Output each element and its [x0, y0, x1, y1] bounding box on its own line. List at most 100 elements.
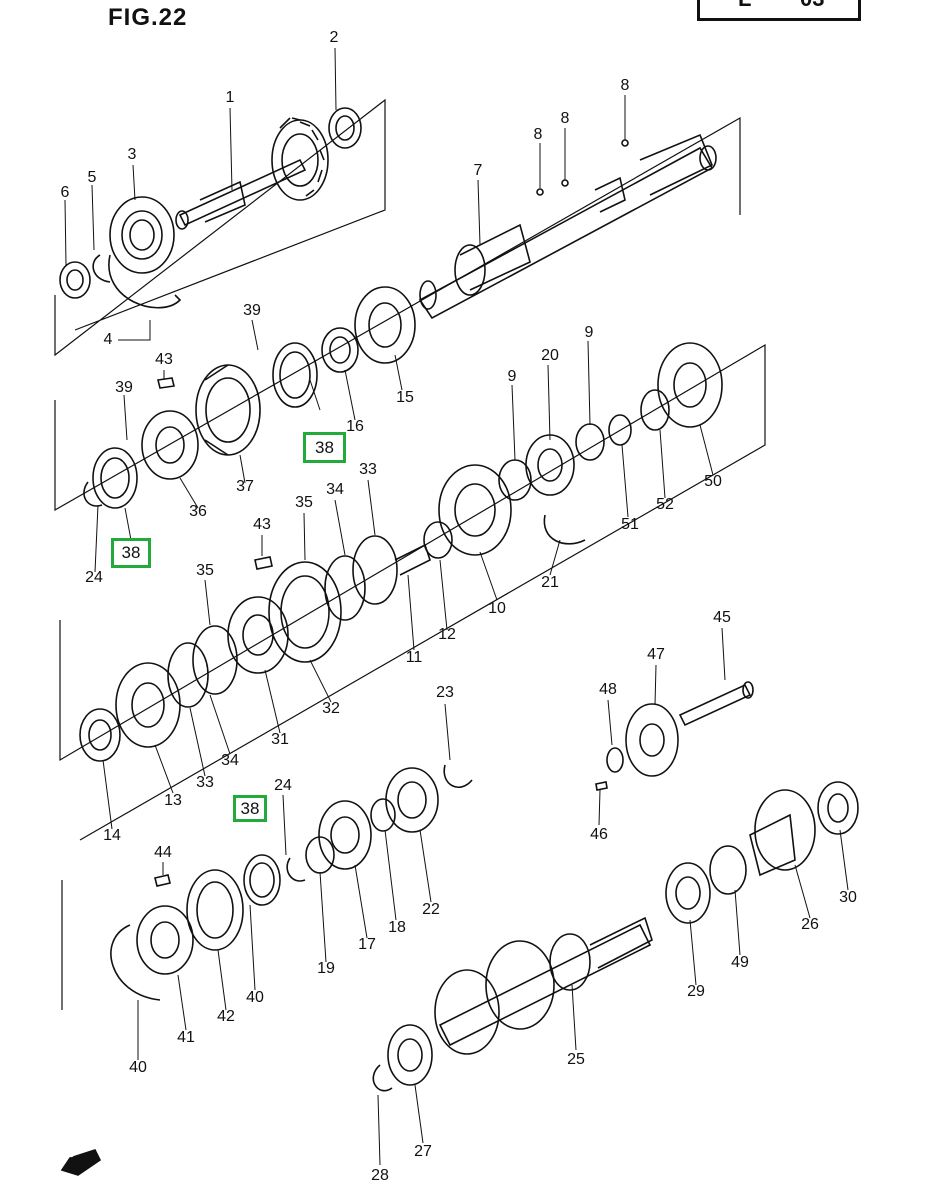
callout-48: 48	[599, 681, 617, 698]
spacer-51-drawing	[608, 414, 632, 446]
callout-22: 22	[422, 901, 440, 918]
callout-1: 1	[225, 89, 235, 106]
washer-9b-drawing	[498, 459, 532, 501]
ring-34-drawing	[324, 555, 366, 621]
clip-21-drawing	[543, 514, 586, 545]
callout-14: 14	[103, 827, 121, 844]
callout-41: 41	[177, 1029, 195, 1046]
synchro-ring-38a-drawing	[92, 447, 138, 509]
bearing-3-drawing	[109, 196, 175, 274]
key-44-drawing	[154, 874, 171, 887]
input-shaft-drawing	[175, 107, 362, 230]
callout-6: 6	[60, 184, 70, 201]
snap-ring-4-drawing	[108, 254, 182, 309]
key-43-drawing	[157, 377, 175, 389]
highlighted-callout-38-top[interactable]: 38	[303, 432, 346, 463]
callout-35-a: 35	[295, 494, 313, 511]
main-shaft-drawing	[418, 133, 717, 320]
balls-8-drawing	[536, 139, 629, 196]
pin-46-drawing	[595, 781, 608, 791]
callout-46: 46	[590, 826, 608, 843]
washer-6-drawing	[59, 261, 91, 299]
callout-36: 36	[189, 503, 207, 520]
idler-shaft-45-drawing	[678, 681, 754, 727]
highlighted-callout-38-middle[interactable]: 38	[111, 538, 151, 568]
callout-5: 5	[87, 169, 97, 186]
clip-24b-drawing	[286, 857, 306, 882]
callout-23: 23	[436, 684, 454, 701]
gear-15-drawing	[354, 286, 416, 364]
gear-50-drawing	[657, 342, 723, 428]
bearing-12-drawing	[423, 521, 453, 559]
highlighted-callout-38-bottom[interactable]: 38	[233, 795, 267, 822]
bearing-27-drawing	[387, 1024, 433, 1086]
group-frame-top	[54, 98, 766, 1010]
figure-title: FIG.22	[108, 4, 188, 31]
callout-21: 21	[541, 574, 559, 591]
callout-32: 32	[322, 700, 340, 717]
hub-41-drawing	[136, 905, 194, 975]
callout-24-a: 24	[85, 569, 103, 586]
callout-33-a: 33	[359, 461, 377, 478]
callout-26: 26	[801, 916, 819, 933]
callout-43-b: 43	[253, 516, 271, 533]
bearing-29-drawing	[665, 862, 711, 924]
callout-31: 31	[271, 731, 289, 748]
needle-bearing-16-drawing	[321, 327, 359, 373]
callout-29: 29	[687, 983, 705, 1000]
sleeve-40-drawing	[186, 869, 244, 951]
clip-5-drawing	[92, 254, 111, 283]
bearing-14-drawing	[79, 708, 121, 762]
shaft-11-drawing	[394, 543, 431, 576]
callout-51: 51	[621, 516, 639, 533]
callout-2: 2	[329, 29, 339, 46]
callout-40-b: 40	[129, 1059, 147, 1076]
ring-35-drawing	[192, 625, 238, 695]
synchro-ring-38c-drawing	[243, 854, 281, 906]
callout-37: 37	[236, 478, 254, 495]
sleeve-32-drawing	[268, 561, 342, 663]
callout-20: 20	[541, 347, 559, 364]
gear-13-drawing	[115, 662, 181, 748]
callout-16: 16	[346, 418, 364, 435]
clip-24-drawing	[83, 481, 103, 507]
callout-49: 49	[731, 954, 749, 971]
callout-13: 13	[164, 792, 182, 809]
callout-18: 18	[388, 919, 406, 936]
callout-39-b: 39	[115, 379, 133, 396]
callout-8-a: 8	[620, 77, 630, 94]
callout-9-b: 9	[507, 368, 517, 385]
callout-28: 28	[371, 1167, 389, 1184]
callout-42: 42	[217, 1008, 235, 1025]
callout-8-b: 8	[533, 126, 543, 143]
callout-11: 11	[405, 649, 423, 666]
callout-33-b: 33	[196, 774, 214, 791]
bearing-52-drawing	[640, 389, 670, 431]
callout-7: 7	[473, 162, 483, 179]
callout-52: 52	[656, 496, 674, 513]
gear-10-drawing	[438, 464, 512, 556]
callout-44: 44	[154, 844, 172, 861]
sleeve-37-drawing	[195, 364, 261, 456]
callout-30: 30	[839, 889, 857, 906]
fwd-arrow-icon	[60, 1149, 102, 1176]
gear-49-drawing	[709, 845, 747, 895]
callout-15: 15	[396, 389, 414, 406]
corner-reference-right: 03	[800, 0, 824, 12]
gear-26-drawing	[749, 789, 816, 877]
callout-4: 4	[103, 331, 113, 348]
callout-24-b: 24	[274, 777, 292, 794]
callout-9-a: 9	[584, 324, 594, 341]
callout-8-c: 8	[560, 110, 570, 127]
plate-40b-drawing	[110, 924, 161, 1001]
washer-48-drawing	[606, 747, 624, 773]
clip-23-drawing	[443, 764, 473, 788]
corner-reference-box	[697, 0, 861, 21]
hub-36-drawing	[141, 410, 199, 480]
callout-17: 17	[358, 936, 376, 953]
countershaft-25-drawing	[434, 916, 653, 1055]
ring-34b-drawing	[167, 642, 209, 708]
callout-27: 27	[414, 1143, 432, 1160]
callout-12: 12	[438, 626, 456, 643]
key-43b-drawing	[254, 556, 273, 570]
